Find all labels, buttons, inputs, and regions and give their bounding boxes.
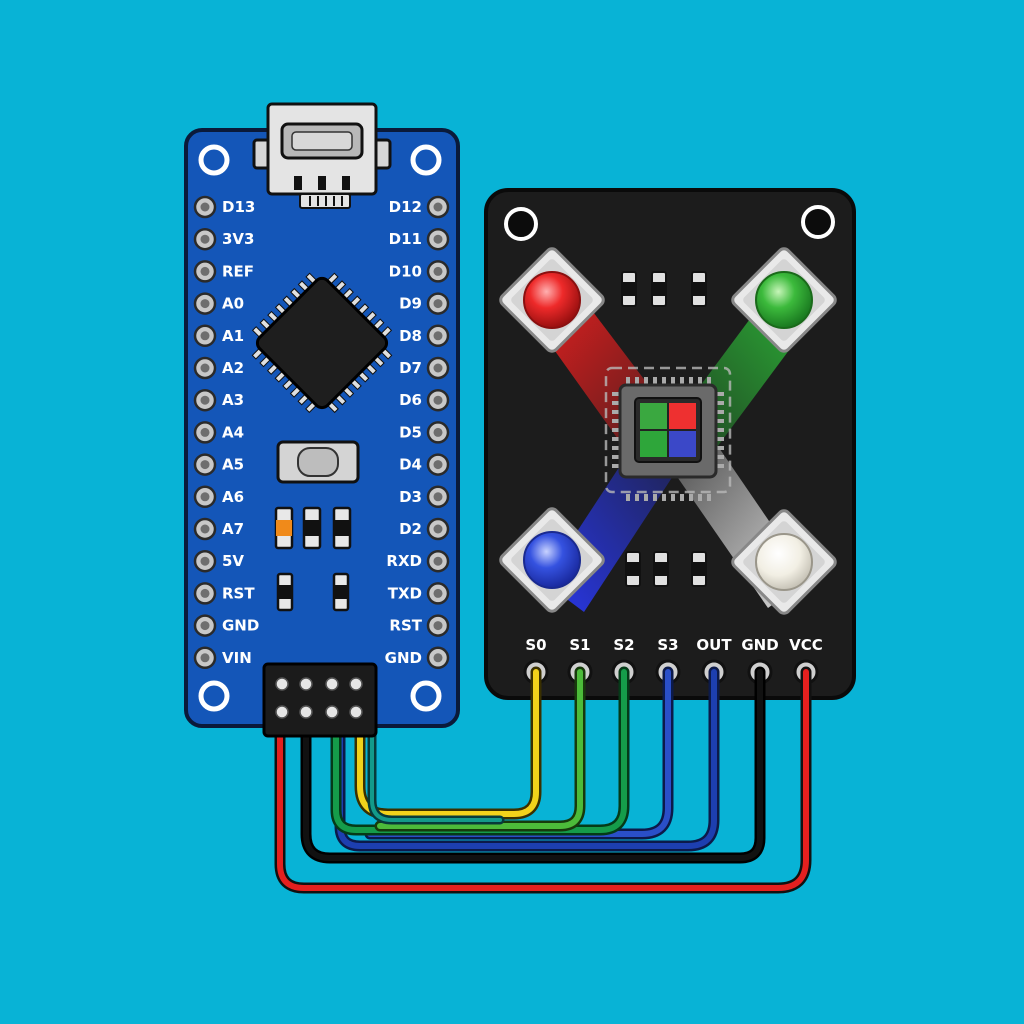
icsp-header [262, 662, 378, 738]
nano-pin-a1-left[interactable] [193, 324, 217, 348]
nano-pin-d10-right[interactable] [426, 260, 450, 283]
nano-pin-label: D5 [399, 423, 422, 441]
nano-pin-a6-left[interactable] [193, 485, 217, 509]
nano-pin-label: D6 [399, 391, 422, 409]
nano-pin-label: TXD [388, 584, 422, 602]
color-sensor-module: S0 S1 S2 S3 OUT GND VCC [484, 188, 856, 700]
nano-pin-label: GND [222, 617, 259, 635]
nano-pin-gnd-right[interactable] [426, 646, 450, 670]
reset-button[interactable] [276, 440, 360, 484]
nano-pin-label: RST [222, 584, 255, 602]
nano-pin-d3-right[interactable] [426, 485, 450, 509]
photodiode-red-2 [669, 403, 696, 429]
nano-pin-label: D3 [399, 488, 422, 506]
nano-pin-label: REF [222, 262, 254, 280]
nano-mounting-hole-br [410, 680, 442, 712]
nano-mounting-hole-bl [198, 680, 230, 712]
led-white [731, 509, 837, 615]
nano-pin-label: RST [389, 617, 422, 635]
nano-pin-d4-right[interactable] [426, 453, 450, 476]
nano-pin-label: 5V [222, 552, 244, 570]
led-blue [499, 507, 605, 613]
microcontroller-chip [251, 272, 393, 414]
sensor-resistors-bottom [625, 551, 707, 587]
wires [274, 666, 812, 894]
mounting-hole-top-right [801, 205, 835, 239]
nano-pin-label: A1 [222, 327, 244, 345]
nano-pin-d5-right[interactable] [426, 421, 450, 444]
nano-pin-label: A0 [222, 295, 244, 313]
nano-pin-a2-left[interactable] [193, 356, 217, 380]
nano-pin-label: A4 [222, 423, 244, 441]
nano-pin-rxd-right[interactable] [426, 549, 450, 573]
nano-pin-label: A3 [222, 391, 244, 409]
nano-pin-txd-right[interactable] [426, 582, 450, 605]
nano-pin-label: D12 [389, 198, 422, 216]
nano-pin-d13-left[interactable] [193, 195, 217, 219]
sensor-chip [604, 366, 732, 501]
sensor-pin-label: VCC [789, 636, 823, 654]
usb-connector [252, 102, 392, 209]
nano-pin-label: RXD [386, 552, 422, 570]
nano-pin-d2-right[interactable] [426, 517, 450, 541]
nano-pin-vin-left[interactable] [193, 646, 217, 670]
nano-pin-label: A7 [222, 520, 244, 538]
nano-pin-ref-left[interactable] [193, 260, 217, 283]
nano-mounting-hole-tl [198, 144, 230, 176]
nano-pin-label: D8 [399, 327, 422, 345]
nano-mounting-hole-tr [410, 144, 442, 176]
nano-pin-label: A2 [222, 359, 244, 377]
nano-pin-d9-right[interactable] [426, 292, 450, 315]
nano-pin-label: D4 [399, 456, 422, 474]
nano-pin-a5-left[interactable] [193, 453, 217, 476]
nano-pin-a4-left[interactable] [193, 421, 217, 444]
sensor-pin-label: S0 [525, 636, 546, 654]
led-green [731, 247, 837, 353]
nano-pin-5v-left[interactable] [193, 549, 217, 573]
sensor-pin-label: S1 [569, 636, 590, 654]
led-red [499, 247, 605, 353]
nano-pin-3v3-left[interactable] [193, 227, 217, 251]
nano-pin-d11-right[interactable] [426, 227, 450, 251]
nano-pin-label: A5 [222, 456, 244, 474]
nano-pin-a3-left[interactable] [193, 388, 217, 412]
nano-pin-label: VIN [222, 649, 252, 667]
sensor-pin-label: OUT [696, 636, 732, 654]
mounting-hole-top-left [504, 207, 538, 241]
photodiode-green [640, 431, 667, 457]
nano-pin-d6-right[interactable] [426, 388, 450, 412]
nano-pin-label: D2 [399, 520, 422, 538]
nano-pin-label: GND [385, 649, 422, 667]
smd-components [274, 506, 352, 612]
nano-pin-label: D10 [389, 262, 422, 280]
nano-pin-a7-left[interactable] [193, 517, 217, 541]
nano-pin-label: 3V3 [222, 230, 254, 248]
nano-pin-label: D13 [222, 198, 255, 216]
nano-pin-label: D7 [399, 359, 422, 377]
nano-pin-gnd-left[interactable] [193, 614, 217, 637]
nano-pin-d12-right[interactable] [426, 195, 450, 219]
nano-pin-label: D11 [389, 230, 422, 248]
sensor-pin-label: GND [741, 636, 778, 654]
sensor-pin-label: S2 [613, 636, 634, 654]
photodiode-blue [669, 431, 696, 457]
nano-pin-label: D9 [399, 295, 422, 313]
wire-teal-connector [367, 729, 505, 825]
nano-pin-rst-left[interactable] [193, 582, 217, 605]
sensor-resistors-top [621, 271, 707, 307]
nano-pin-label: A6 [222, 488, 244, 506]
nano-pin-d8-right[interactable] [426, 324, 450, 348]
sensor-pin-label: S3 [657, 636, 678, 654]
nano-pin-d7-right[interactable] [426, 356, 450, 380]
nano-pin-a0-left[interactable] [193, 292, 217, 315]
nano-pin-rst-right[interactable] [426, 614, 450, 637]
